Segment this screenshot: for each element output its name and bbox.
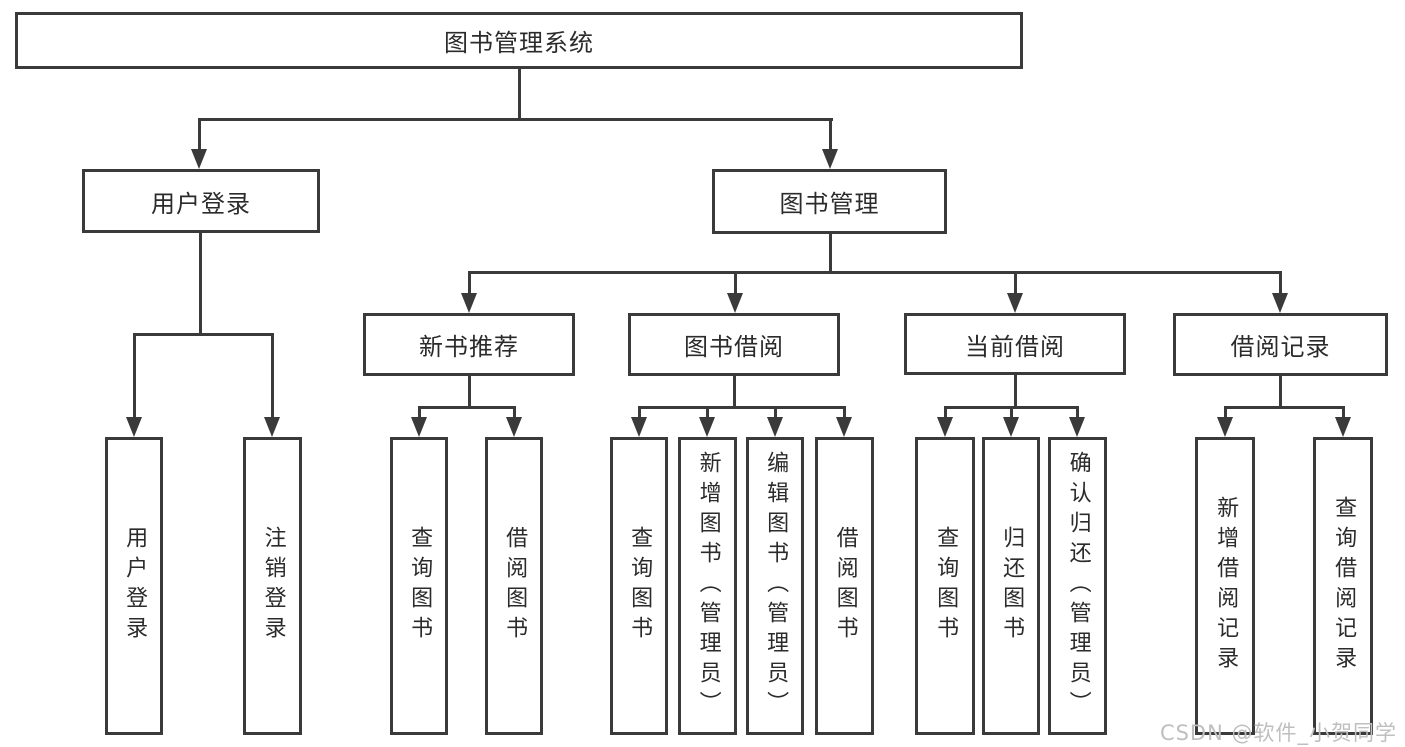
connector-new-book-recommend-stem [468,376,471,409]
node-label: 借阅记录 [1230,333,1331,361]
connector-leaf-stem [1224,406,1227,419]
connector-to-leaf-logout [271,333,274,419]
connector-user-login-split [133,333,274,336]
node-label: 当前借阅 [965,332,1065,361]
arrowhead-leaf [631,417,647,437]
arrowhead-to-new-book-recommend [461,293,477,313]
node-label: 图书管理 [779,190,880,218]
connector-book-borrow-split [638,406,846,409]
leaf-edit-books-admin: 编辑图书（管理员） [746,437,804,735]
arrowhead-leaf [1217,417,1233,437]
leaf-query-books-recommend: 查询图书 [390,437,448,735]
node-label: 图书管理系统 [444,29,594,57]
arrowhead-leaf [506,417,522,437]
leaf-logout: 注销登录 [243,437,302,735]
arrowhead-to-leaf-user-login [126,417,142,437]
connector-root-split [198,118,833,121]
arrowhead-leaf [1069,417,1085,437]
connector-book-management-stem [829,234,832,273]
leaf-label: 查询图书 [933,526,959,646]
connector-borrow-records-split [1224,406,1344,409]
connector-leaf-stem [774,406,777,419]
connector-leaf-stem [638,406,641,419]
leaf-label: 用户登录 [122,526,148,646]
connector-current-borrow-stem [1014,375,1017,409]
arrowhead-leaf [767,417,783,437]
node-current-borrow: 当前借阅 [904,313,1126,375]
leaf-label: 归还图书 [999,526,1025,646]
node-book-borrow: 图书借阅 [628,313,840,376]
leaf-label: 新增图书（管理员） [695,451,721,721]
leaf-return-books: 归还图书 [982,437,1040,735]
leaf-borrow-books: 借阅图书 [815,437,874,735]
arrowhead-to-borrow-records [1272,293,1288,313]
connector-book-management-split [468,271,1282,274]
connector-to-user-login [198,118,201,151]
connector-to-borrow-records [1279,271,1282,295]
leaf-label: 确认归还（管理员） [1065,451,1091,721]
connector-leaf-stem [513,406,516,419]
connector-leaf-stem [944,406,947,419]
arrowhead-leaf [1335,417,1351,437]
leaf-label: 借阅图书 [502,526,528,646]
leaf-add-borrow-record: 新增借阅记录 [1195,437,1255,735]
connector-user-login-stem [199,233,202,336]
leaf-confirm-return-admin: 确认归还（管理员） [1048,437,1107,735]
arrowhead-to-book-borrow [727,293,743,313]
leaf-label: 查询图书 [627,526,653,646]
leaf-label: 新增借阅记录 [1213,496,1239,676]
leaf-borrow-books-recommend: 借阅图书 [485,437,543,735]
csdn-watermark: CSDN @软件_小贺同学 [1159,721,1397,745]
leaf-label: 编辑图书（管理员） [763,451,789,721]
connector-leaf-stem [706,406,709,419]
leaf-label: 注销登录 [260,526,286,646]
node-book-management: 图书管理 [712,169,947,234]
arrowhead-to-user-login [191,149,207,169]
arrowhead-leaf [411,417,427,437]
leaf-add-books-admin: 新增图书（管理员） [678,437,737,735]
connector-new-book-recommend-split [418,406,516,409]
leaf-user-login: 用户登录 [105,437,163,735]
node-user-login: 用户登录 [82,169,320,233]
connector-leaf-stem [843,406,846,419]
connector-leaf-stem [1076,406,1079,419]
arrowhead-leaf [699,417,715,437]
connector-leaf-stem [1010,406,1013,419]
leaf-query-borrow-record: 查询借阅记录 [1313,437,1373,735]
arrowhead-leaf [1003,417,1019,437]
connector-root-stem [518,69,521,120]
connector-to-book-management [829,118,832,151]
leaf-label: 查询借阅记录 [1331,496,1357,676]
arrowhead-leaf [836,417,852,437]
leaf-label: 借阅图书 [832,526,858,646]
connector-borrow-records-stem [1279,376,1282,409]
connector-to-current-borrow [1014,271,1017,295]
connector-to-new-book-recommend [468,271,471,295]
leaf-label: 查询图书 [407,526,433,646]
arrowhead-to-book-management [822,149,838,169]
arrowhead-to-leaf-logout [264,417,280,437]
connector-book-borrow-stem [733,376,736,409]
connector-to-book-borrow [734,271,737,295]
arrowhead-leaf [937,417,953,437]
arrowhead-to-current-borrow [1007,293,1023,313]
node-label: 用户登录 [151,189,251,218]
connector-to-leaf-user-login [133,333,136,419]
node-new-book-recommend: 新书推荐 [363,313,575,376]
node-label: 图书借阅 [684,333,784,361]
connector-leaf-stem [418,406,421,419]
connector-leaf-stem [1342,406,1345,419]
leaf-query-books-current: 查询图书 [915,437,975,735]
node-borrow-records: 借阅记录 [1173,313,1388,376]
node-library-management-system: 图书管理系统 [15,12,1023,69]
node-label: 新书推荐 [419,333,519,361]
leaf-query-books-borrow: 查询图书 [610,437,668,735]
